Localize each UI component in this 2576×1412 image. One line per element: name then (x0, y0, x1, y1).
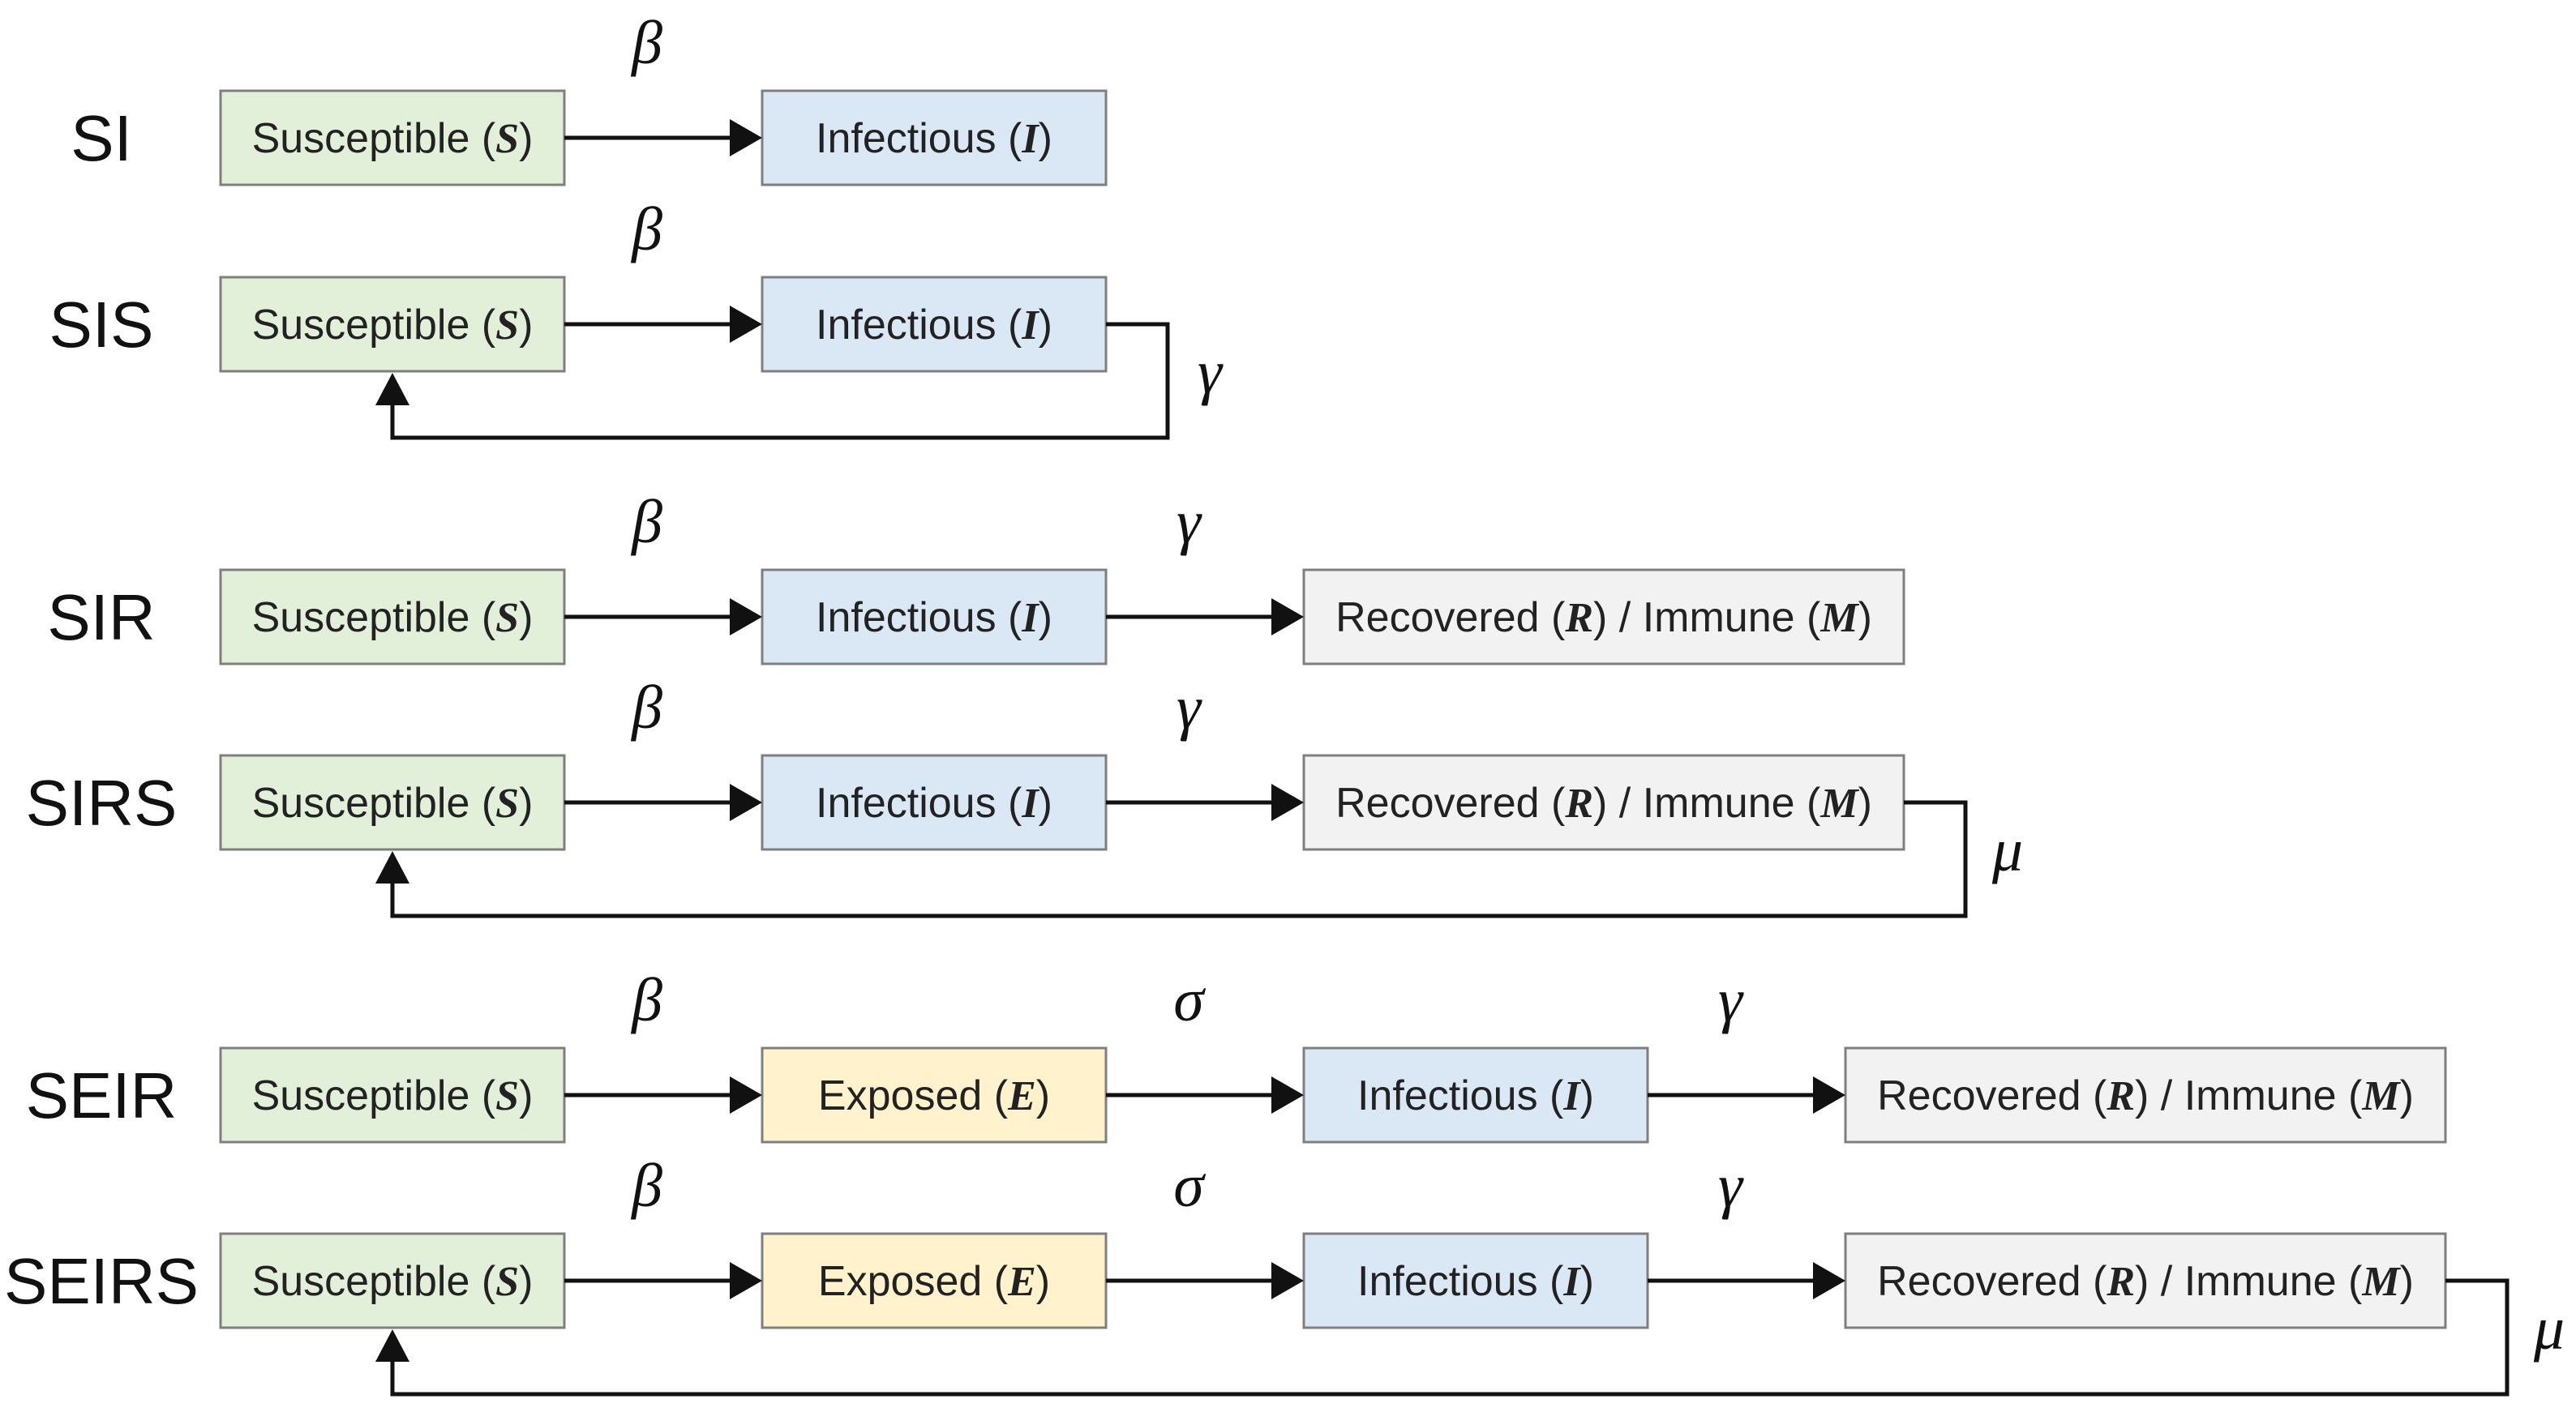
susceptible-box (219, 568, 566, 665)
infectious-box-label: Infectious (I) (816, 780, 1052, 827)
arrow-head (1813, 1076, 1845, 1114)
arrow-head (1271, 784, 1304, 821)
rate-beta: β (630, 966, 662, 1034)
infectious-box (761, 568, 1108, 665)
susceptible-box-label: Susceptible (S) (252, 302, 534, 349)
arrow-head (730, 1262, 762, 1299)
arrow-head (730, 784, 762, 821)
arrow-head (730, 306, 762, 343)
rate-mu: μ (2533, 1294, 2565, 1363)
susceptible-box-label: Susceptible (S) (252, 594, 534, 641)
rate-sigma: σ (1173, 966, 1206, 1034)
feedback-loop-line (390, 800, 1968, 918)
infectious-box-label: Infectious (I) (816, 302, 1052, 349)
exposed-box-label: Exposed (E) (818, 1258, 1050, 1305)
infectious-box (761, 89, 1108, 186)
rate-beta: β (630, 674, 662, 742)
model-label-sis: SIS (49, 289, 154, 361)
rate-beta: β (630, 488, 662, 556)
susceptible-box-label: Susceptible (S) (252, 1072, 534, 1119)
arrow-head (1271, 1076, 1304, 1114)
rate-beta: β (630, 9, 662, 77)
infectious-box-label: Infectious (I) (1357, 1258, 1594, 1305)
rate-gamma: γ (1718, 966, 1744, 1034)
rate-gamma: γ (1177, 674, 1202, 742)
susceptible-box (219, 276, 566, 373)
feedback-arrow-head (375, 373, 409, 405)
arrow-head (1271, 598, 1304, 635)
model-label-sir: SIR (47, 581, 155, 653)
susceptible-box (219, 1046, 566, 1144)
infectious-box (1302, 1046, 1649, 1144)
model-label-seirs: SEIRS (4, 1245, 199, 1317)
rate-gamma: γ (1198, 338, 1224, 406)
model-label-seir: SEIR (26, 1059, 178, 1132)
susceptible-box (219, 1232, 566, 1329)
infectious-box-label: Infectious (I) (1357, 1072, 1594, 1119)
feedback-loop-line (390, 1278, 2510, 1397)
infectious-box (761, 754, 1108, 851)
feedback-arrow-head (375, 1329, 409, 1362)
rate-sigma: σ (1173, 1152, 1206, 1220)
arrow-head (1271, 1262, 1304, 1299)
infectious-box-label: Infectious (I) (816, 115, 1052, 162)
infectious-box-label: Infectious (I) (816, 594, 1052, 641)
arrow-head (1813, 1262, 1845, 1299)
rate-gamma: γ (1718, 1152, 1744, 1220)
recovered-box (1844, 1046, 2447, 1144)
feedback-loop-line (390, 322, 1170, 440)
susceptible-box-label: Susceptible (S) (252, 780, 534, 827)
exposed-box (761, 1232, 1108, 1329)
rate-beta: β (630, 1152, 662, 1220)
recovered-box-label: Recovered (R) / Immune (M) (1877, 1258, 2414, 1305)
rate-beta: β (630, 195, 662, 263)
recovered-box-label: Recovered (R) / Immune (M) (1335, 780, 1872, 827)
exposed-box (761, 1046, 1108, 1144)
susceptible-box-label: Susceptible (S) (252, 115, 534, 162)
arrow-head (730, 1076, 762, 1114)
susceptible-box-label: Susceptible (S) (252, 1258, 534, 1305)
rate-mu: μ (1991, 816, 2023, 884)
model-label-sirs: SIRS (26, 767, 178, 839)
exposed-box-label: Exposed (E) (818, 1072, 1050, 1119)
recovered-box (1844, 1232, 2447, 1329)
feedback-arrow-head (375, 851, 409, 884)
arrow-head (730, 119, 762, 156)
recovered-box (1302, 568, 1905, 665)
model-label-si: SI (71, 102, 132, 174)
rate-gamma: γ (1177, 488, 1202, 556)
recovered-box-label: Recovered (R) / Immune (M) (1877, 1072, 2414, 1119)
arrow-head (730, 598, 762, 635)
recovered-box-label: Recovered (R) / Immune (M) (1335, 594, 1872, 641)
susceptible-box (219, 89, 566, 186)
